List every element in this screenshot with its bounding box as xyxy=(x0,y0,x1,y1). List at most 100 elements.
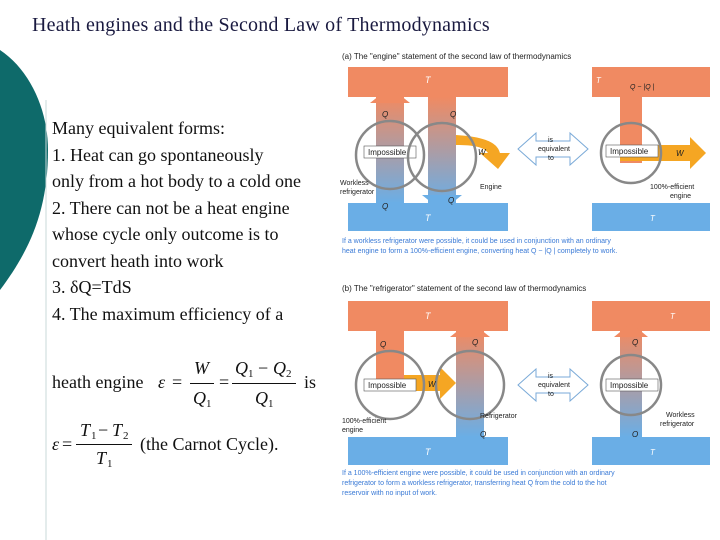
epsilon-symbol: ε xyxy=(52,434,60,454)
equals-sign: = xyxy=(172,372,183,392)
hot-reservoir xyxy=(592,67,710,97)
hot-reservoir-label: T xyxy=(596,76,602,85)
numerator-q: Q xyxy=(273,358,286,378)
fraction-bar xyxy=(190,383,214,384)
work-arrow xyxy=(404,367,456,399)
denominator-q: Q xyxy=(255,388,268,408)
impossible-box xyxy=(605,144,659,158)
numerator-w: W xyxy=(194,358,209,378)
carnot-label: (the Carnot Cycle). xyxy=(140,434,279,454)
equiv-text: equivalent xyxy=(538,382,570,389)
w-label: W xyxy=(428,380,437,389)
text-line: convert heath into work xyxy=(52,250,224,271)
hot-reservoir xyxy=(348,67,508,97)
qc-bottom-label: Q xyxy=(382,202,388,211)
work-arrow xyxy=(456,135,510,169)
cold-reservoir xyxy=(592,437,710,465)
page-title: Heath engines and the Second Law of Ther… xyxy=(32,14,490,36)
numerator-q: Q xyxy=(235,358,248,378)
impossible-circle xyxy=(599,353,663,417)
efficiency-formula: heath engine ε = W Q 1 = Q 1 − Q 2 Q 1 i… xyxy=(52,352,342,422)
subscript: 1 xyxy=(248,368,254,380)
equiv-text: to xyxy=(548,155,554,162)
hot-reservoir-label: T xyxy=(425,75,432,85)
heat-flow-down xyxy=(376,331,404,387)
w-label: W xyxy=(676,149,685,158)
text-line: 2. There can not be a heat engine xyxy=(52,197,290,218)
caption-b: refrigerator to form a workless refriger… xyxy=(342,480,607,487)
carnot-formula: ε = T 1 − T 2 T 1 (the Carnot Cycle). xyxy=(52,418,342,478)
efficient-engine-label: 100%-efficient xyxy=(650,184,694,191)
text-line: 4. The maximum efficiency of a xyxy=(52,303,284,324)
impossible-circle xyxy=(599,121,663,185)
hot-reservoir-label: T xyxy=(425,311,432,321)
cold-reservoir xyxy=(592,203,710,231)
is-word: is xyxy=(304,372,317,392)
numerator-t: T xyxy=(112,420,123,440)
qc-label: Q xyxy=(632,338,638,347)
qc-bottom-label: Q xyxy=(448,196,454,205)
impossible-label: Impossible xyxy=(610,381,649,390)
qh-qc-label: Q − |Q | xyxy=(630,84,655,91)
arrow-up-head xyxy=(450,321,490,337)
efficient-engine-label: 100%-efficient xyxy=(342,418,386,425)
second-law-figure: (a) The "engine" statement of the second… xyxy=(330,45,715,505)
text-line: Many equivalent forms: xyxy=(52,118,225,138)
panel-b-title: (b) The "refrigerator" statement of the … xyxy=(342,284,586,293)
cold-reservoir xyxy=(348,437,508,465)
impossible-box xyxy=(363,145,417,159)
teal-accent-shape xyxy=(0,50,48,540)
caption-b: reservoir with no input of work. xyxy=(342,490,437,497)
qh-label: Q xyxy=(472,338,478,347)
epsilon-symbol: ε xyxy=(158,372,166,392)
impossible-circle xyxy=(354,119,426,191)
left-text-block: Many equivalent forms: 1. Heat can go sp… xyxy=(52,115,352,327)
refrigerator-circle xyxy=(434,349,506,421)
efficient-engine-label: engine xyxy=(342,427,363,434)
text-line: 1. Heat can go spontaneously xyxy=(52,144,264,165)
caption-a: heat engine to form a 100%-efficient eng… xyxy=(342,248,617,255)
heat-flow-qh-down xyxy=(428,97,456,203)
minus-sign: − xyxy=(98,420,109,440)
hot-reservoir xyxy=(592,301,710,331)
text-line: 3. δQ=TdS xyxy=(52,277,132,297)
workless-refrigerator-label: refrigerator xyxy=(340,189,375,196)
heat-flow-up xyxy=(456,331,484,437)
q-label: Q xyxy=(380,340,386,349)
qc-label: Q xyxy=(382,110,388,119)
qh-label: Q xyxy=(450,110,456,119)
impossible-label: Impossible xyxy=(368,148,407,157)
fraction-bar xyxy=(76,444,132,445)
subscript: 1 xyxy=(206,398,212,410)
arrow-qh-head xyxy=(422,195,462,211)
impossible-circle xyxy=(354,349,426,421)
numerator-t: T xyxy=(80,420,91,440)
cold-reservoir-label: T xyxy=(650,214,656,223)
equals-sign: = xyxy=(219,372,230,392)
text-line: whose cycle only outcome is to xyxy=(52,224,279,244)
subscript: 2 xyxy=(286,368,292,380)
equals-sign: = xyxy=(62,434,73,454)
figure-svg: (a) The "engine" statement of the second… xyxy=(340,52,710,497)
workless-refrigerator-label: Workless xyxy=(340,180,369,187)
equivalence-arrow xyxy=(517,367,589,403)
arrow-up-head xyxy=(614,323,648,337)
denominator-q: Q xyxy=(193,388,206,408)
equivalence-arrow xyxy=(517,131,589,167)
workless-refrigerator-label: Workless xyxy=(666,412,695,419)
efficient-engine-label: engine xyxy=(670,193,691,200)
cold-reservoir-label: T xyxy=(425,213,432,223)
caption-b: If a 100%-efficient engine were possible… xyxy=(342,470,615,477)
impossible-label: Impossible xyxy=(368,381,407,390)
arrow-qc-head xyxy=(370,87,410,103)
cold-reservoir xyxy=(348,203,508,231)
equiv-text: equivalent xyxy=(538,146,570,153)
qc-label: Q xyxy=(632,430,638,439)
impossible-box xyxy=(605,378,659,392)
equiv-text: to xyxy=(548,391,554,398)
equiv-text: is xyxy=(548,373,554,380)
text-line: only from a hot body to a cold one xyxy=(52,171,301,191)
qc-label: Q xyxy=(480,430,486,439)
refrigerator-label: Refrigerator xyxy=(480,413,518,420)
cold-reservoir-label: T xyxy=(425,447,432,457)
